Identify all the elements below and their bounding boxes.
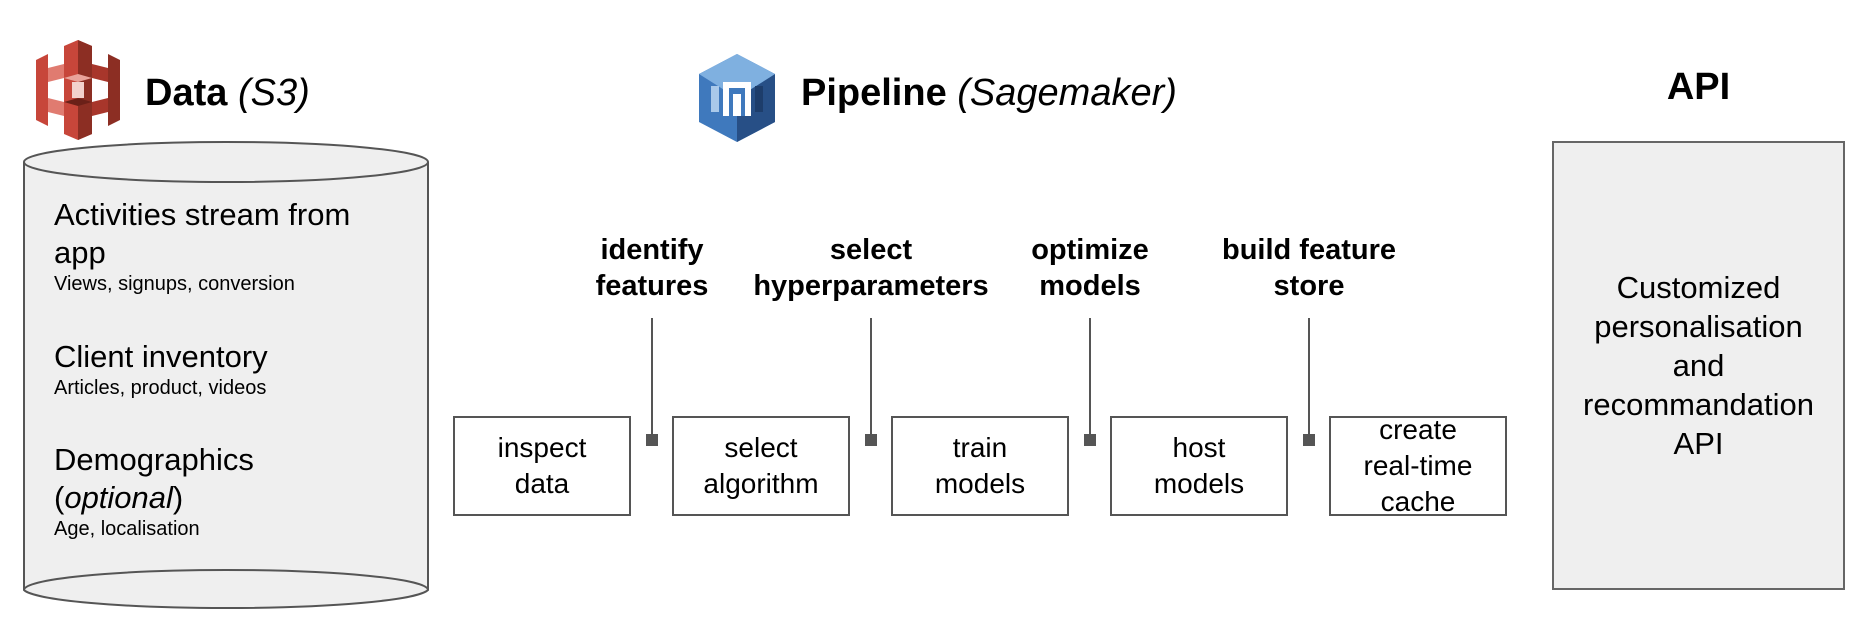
connector-dot [1084, 434, 1096, 446]
data-item-activities: Activities stream from app Views, signup… [54, 196, 414, 296]
step-label-line: identify [600, 234, 704, 266]
step-label-identify-features: identify features [507, 232, 797, 304]
api-box-line: API [1673, 426, 1724, 461]
stage-line: train [952, 432, 1008, 463]
connector-dot [1303, 434, 1315, 446]
paren-close: ) [172, 480, 184, 515]
stage-line: data [514, 468, 570, 499]
paren-open: ( [54, 480, 65, 515]
s3-bucket-icon [36, 40, 120, 140]
api-box-line: and [1672, 348, 1725, 383]
api-heading: API [1552, 66, 1845, 109]
data-store-cylinder [23, 141, 429, 610]
api-box-line: personalisation [1594, 309, 1803, 344]
data-item-demographics: Demographics(optional) Age, localisation [54, 441, 414, 541]
step-label-line: select [829, 234, 913, 266]
stage-select-algorithm: select algorithm [672, 416, 850, 516]
stage-line: models [1153, 468, 1245, 499]
data-item-title: Demographics(optional) [54, 441, 414, 517]
connector-dot [865, 434, 877, 446]
step-label-build-feature-store: build feature store [1164, 232, 1454, 304]
api-box: Customized personalisation and recommand… [1552, 141, 1845, 590]
step-label-select-hyperparameters: select hyperparameters [726, 232, 1016, 304]
step-label-line: models [1039, 270, 1141, 302]
data-heading-italic: (S3) [237, 72, 310, 114]
stage-line: algorithm [703, 468, 819, 499]
stage-host-models: host models [1110, 416, 1288, 516]
data-item-title: Client inventory [54, 339, 268, 374]
step-label-line: store [1273, 270, 1345, 302]
connector-line [1308, 318, 1310, 440]
step-label-line: optimize [1031, 234, 1149, 266]
connector-line [651, 318, 653, 440]
stage-line: create [1379, 414, 1457, 445]
data-item-subtitle: Age, localisation [54, 518, 200, 540]
step-label-optimize-models: optimize models [945, 232, 1235, 304]
data-item-title-line: Activities stream from [54, 197, 351, 232]
stage-line: cache [1380, 486, 1456, 517]
connector-line [870, 318, 872, 440]
stage-train-models: train models [891, 416, 1069, 516]
api-box-line: Customized [1616, 270, 1781, 305]
sagemaker-icon [699, 54, 775, 142]
stage-line: host [1172, 432, 1226, 463]
stage-line: models [934, 468, 1026, 499]
data-item-client-inventory: Client inventory Articles, product, vide… [54, 338, 414, 400]
api-heading-text: API [1666, 66, 1731, 108]
stage-inspect-data: inspect data [453, 416, 631, 516]
step-label-line: features [595, 270, 709, 302]
data-item-subtitle: Articles, product, videos [54, 377, 267, 399]
stage-create-real-time-cache: create real-time cache [1329, 414, 1507, 517]
data-item-title-line: app [54, 235, 106, 270]
stage-line: inspect [497, 432, 587, 463]
pipeline-heading-bold: Pipeline [801, 72, 947, 114]
stage-line: select [724, 432, 798, 463]
stage-line: real-time [1363, 450, 1473, 481]
data-item-subtitle: Views, signups, conversion [54, 273, 295, 295]
data-heading-bold: Data [145, 72, 228, 114]
step-label-line: build feature [1221, 234, 1396, 266]
data-heading: Data (S3) [145, 72, 310, 115]
connector-line [1089, 318, 1091, 440]
step-label-line: hyperparameters [753, 270, 989, 302]
connector-dot [646, 434, 658, 446]
pipeline-heading: Pipeline (Sagemaker) [801, 72, 1177, 115]
api-box-line: recommandation [1583, 387, 1814, 422]
data-item-title-line: Demographics [54, 442, 254, 477]
data-item-title: Activities stream from app [54, 196, 414, 272]
pipeline-heading-italic: (Sagemaker) [957, 72, 1177, 114]
optional-label: optional [64, 480, 173, 515]
